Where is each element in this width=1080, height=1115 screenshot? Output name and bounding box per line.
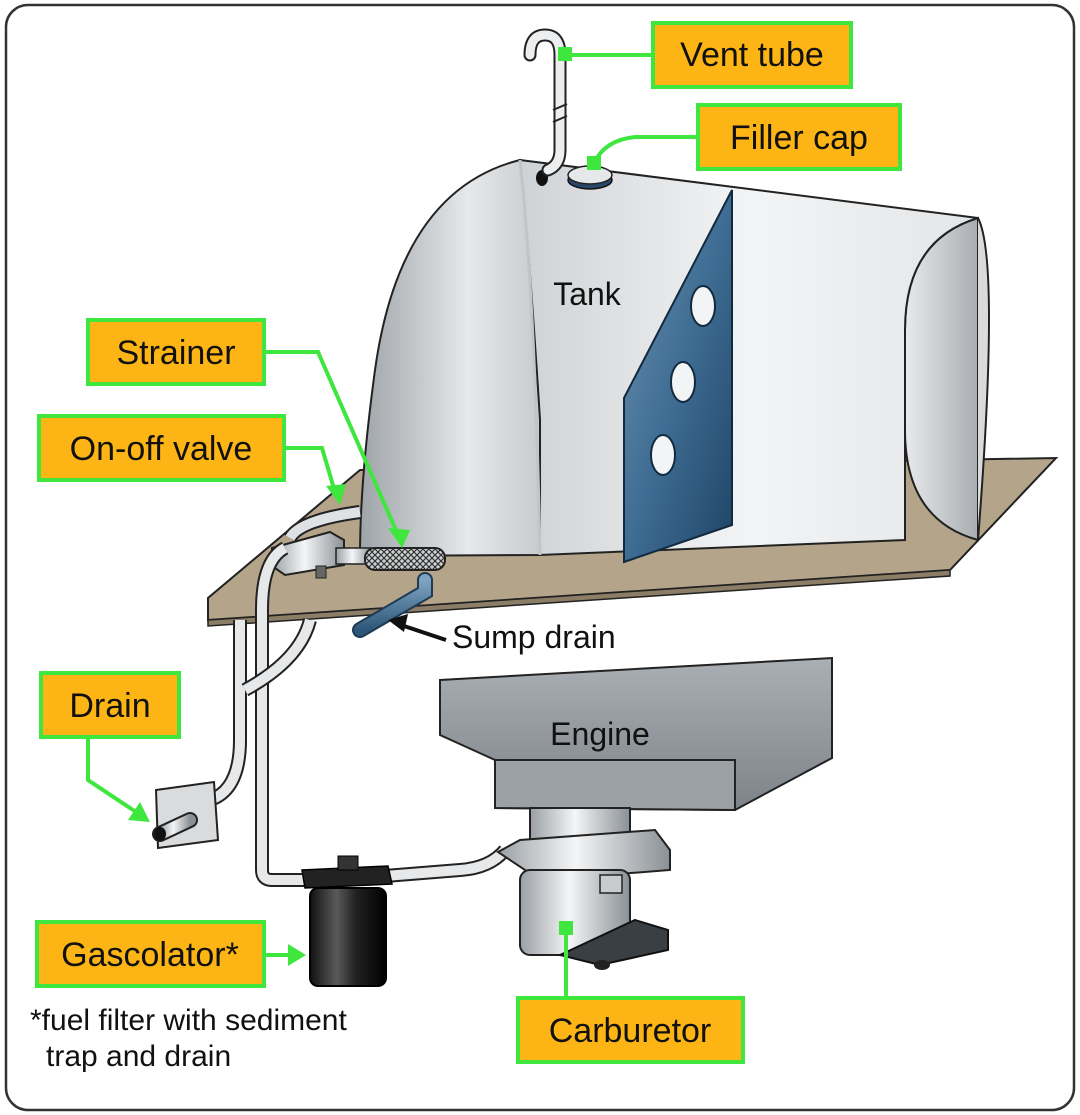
- footnote-line-1: *fuel filter with sediment: [30, 1004, 347, 1037]
- label-vent-tube: Vent tube: [651, 21, 853, 89]
- strainer: [364, 547, 446, 571]
- label-engine: Engine: [550, 716, 650, 752]
- baffle-hole: [690, 285, 716, 327]
- label-text: On-off valve: [70, 430, 253, 468]
- label-carburetor: Carburetor: [516, 996, 745, 1064]
- leader-on-off-valve: [282, 446, 337, 493]
- leader-strainer: [262, 350, 400, 536]
- carburetor: [496, 807, 671, 970]
- leader-dot: [559, 921, 573, 935]
- label-text: Vent tube: [680, 36, 824, 74]
- sump-drain: [352, 572, 433, 638]
- filler-cap: [567, 165, 613, 190]
- baffle-hole: [670, 361, 696, 403]
- gascolator: [301, 855, 393, 987]
- label-sump-drain: Sump drain: [452, 619, 616, 655]
- leader-dot: [587, 156, 601, 170]
- leader-drain: [86, 738, 138, 814]
- engine: [439, 656, 833, 812]
- baffle-hole: [650, 434, 676, 476]
- sump-drain-arrow: [397, 622, 447, 642]
- label-text: Carburetor: [549, 1012, 712, 1050]
- label-strainer: Strainer: [86, 318, 266, 386]
- label-text: Filler cap: [730, 119, 868, 157]
- label-filler-cap: Filler cap: [696, 103, 902, 171]
- label-gascolator: Gascolator*: [35, 920, 266, 988]
- footnote-line-2: trap and drain: [46, 1040, 231, 1073]
- drain-valve: [152, 780, 220, 850]
- arrowhead: [288, 944, 306, 966]
- label-text: Drain: [69, 687, 150, 725]
- label-drain: Drain: [39, 671, 181, 739]
- label-on-off-valve: On-off valve: [37, 414, 286, 482]
- on-off-valve: [271, 505, 373, 579]
- vent-tube: [523, 28, 568, 177]
- arrowhead: [388, 528, 410, 548]
- leader-dot: [558, 47, 572, 61]
- label-text: Strainer: [116, 334, 235, 372]
- leader-lines: [86, 53, 700, 1000]
- label-text: Gascolator*: [61, 936, 239, 974]
- arrowhead: [128, 802, 150, 822]
- arrowhead: [388, 614, 408, 632]
- arrowhead: [326, 484, 346, 505]
- label-tank: Tank: [553, 276, 622, 312]
- tank-baffle: [623, 189, 733, 564]
